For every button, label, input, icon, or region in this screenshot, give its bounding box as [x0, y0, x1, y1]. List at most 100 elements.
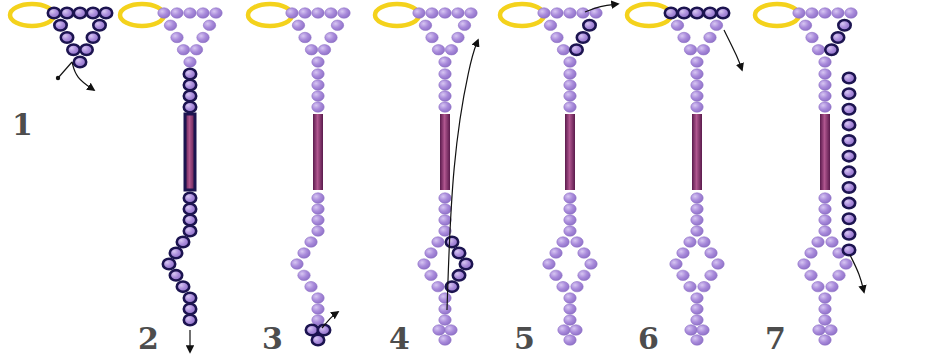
seed-bead: [184, 69, 196, 79]
seed-bead: [570, 45, 582, 55]
seed-bead: [677, 248, 689, 258]
seed-bead: [678, 8, 690, 18]
seed-bead: [843, 120, 855, 130]
seed-bead: [298, 270, 310, 280]
seed-bead: [557, 45, 569, 55]
seed-bead: [312, 215, 324, 225]
step-illustration: [248, 4, 350, 345]
step-number: 5: [514, 324, 535, 354]
seed-bead: [439, 215, 451, 225]
seed-bead: [425, 270, 437, 280]
seed-bead: [843, 135, 855, 145]
seed-bead: [691, 91, 703, 101]
seed-bead: [833, 270, 845, 280]
seed-bead: [305, 237, 317, 247]
seed-bead: [698, 237, 710, 247]
seed-bead: [691, 304, 703, 314]
seed-bead: [312, 69, 324, 79]
seed-bead: [312, 91, 324, 101]
seed-bead: [184, 204, 196, 214]
seed-bead: [691, 8, 703, 18]
seed-bead: [805, 270, 817, 280]
seed-bead: [80, 45, 92, 55]
seed-bead: [413, 8, 425, 18]
seed-bead: [210, 8, 222, 18]
seed-bead: [292, 20, 304, 30]
seed-bead: [812, 281, 824, 291]
seed-bead: [826, 237, 838, 247]
seed-bead: [439, 69, 451, 79]
seed-bead: [705, 248, 717, 258]
seed-bead: [177, 237, 189, 247]
seed-bead: [564, 304, 576, 314]
seed-bead: [190, 45, 202, 55]
bugle-bead: [440, 114, 450, 190]
seed-bead: [819, 193, 831, 203]
seed-bead: [819, 80, 831, 90]
step-illustration: [500, 4, 618, 345]
seed-bead: [819, 335, 831, 345]
seed-bead: [838, 20, 850, 30]
seed-bead: [171, 32, 183, 42]
jump-ring: [500, 4, 544, 26]
seed-bead: [439, 193, 451, 203]
seed-bead: [312, 304, 324, 314]
seed-bead: [439, 102, 451, 112]
seed-bead: [843, 73, 855, 83]
seed-bead: [419, 20, 431, 30]
seed-bead: [819, 8, 831, 18]
seed-bead: [843, 214, 855, 224]
seed-bead: [564, 193, 576, 203]
seed-bead: [170, 270, 182, 280]
seed-bead: [684, 237, 696, 247]
seed-bead: [312, 315, 324, 325]
seed-bead: [177, 45, 189, 55]
seed-bead: [819, 102, 831, 112]
seed-bead: [691, 315, 703, 325]
seed-bead: [697, 45, 709, 55]
step-number: 3: [262, 324, 283, 354]
seed-bead: [717, 8, 729, 18]
seed-bead: [798, 259, 810, 269]
seed-bead: [819, 315, 831, 325]
seed-bead: [312, 80, 324, 90]
seed-bead: [826, 281, 838, 291]
bugle-bead: [185, 114, 195, 190]
seed-bead: [704, 32, 716, 42]
seed-bead: [806, 8, 818, 18]
step-illustration: [755, 4, 864, 345]
seed-bead: [331, 20, 343, 30]
seed-bead: [158, 8, 170, 18]
bugle-bead: [313, 114, 323, 190]
seed-bead: [843, 229, 855, 239]
seed-bead: [312, 8, 324, 18]
seed-bead: [819, 57, 831, 67]
seed-bead: [578, 270, 590, 280]
seed-bead: [843, 245, 855, 255]
seed-bead: [439, 80, 451, 90]
seed-bead: [564, 80, 576, 90]
seed-bead: [832, 32, 844, 42]
seed-bead: [171, 8, 183, 18]
seed-bead: [291, 259, 303, 269]
seed-bead: [452, 8, 464, 18]
seed-bead: [558, 325, 570, 335]
seed-bead: [564, 204, 576, 214]
seed-bead: [691, 335, 703, 345]
seed-bead: [439, 335, 451, 345]
seed-bead: [439, 57, 451, 67]
seed-bead: [691, 102, 703, 112]
seed-bead: [691, 226, 703, 236]
seed-bead: [458, 20, 470, 30]
seed-bead: [843, 167, 855, 177]
seed-bead: [299, 8, 311, 18]
seed-bead: [691, 57, 703, 67]
seed-bead: [671, 20, 683, 30]
seed-bead: [577, 32, 589, 42]
thread-end: [56, 76, 60, 80]
step-number: 1: [12, 110, 33, 140]
seed-bead: [557, 281, 569, 291]
seed-bead: [697, 325, 709, 335]
seed-bead: [819, 69, 831, 79]
